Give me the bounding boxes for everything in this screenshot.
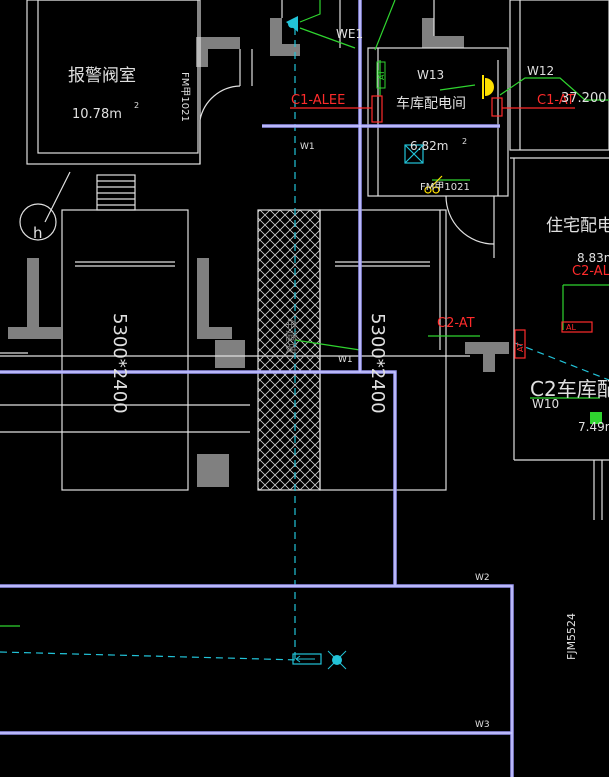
room-area-garage-distribution: 6.82m bbox=[410, 139, 448, 153]
alarm-room-inner bbox=[37, 0, 199, 154]
wall-left-foot bbox=[8, 327, 61, 339]
box-c2-at bbox=[514, 329, 526, 359]
tag-c2-at: C2-AT bbox=[437, 316, 475, 331]
green-box-right bbox=[590, 412, 602, 424]
wall-mid-foot bbox=[197, 327, 232, 339]
leader-w1 bbox=[294, 339, 361, 351]
grid-bubble-label: h bbox=[33, 224, 43, 242]
tag-c1-alee: C1-ALEE bbox=[291, 93, 345, 108]
column-small bbox=[197, 454, 229, 487]
leader-w12 bbox=[499, 77, 609, 101]
bell-icon bbox=[485, 78, 494, 96]
door-code-garage: FM甲1021 bbox=[420, 182, 470, 193]
conduits-core bbox=[0, 0, 513, 777]
window-code: FJM5524 bbox=[565, 613, 578, 660]
red-boxes bbox=[290, 95, 593, 359]
cable-routes bbox=[0, 28, 609, 661]
circuit-we1: WE1 bbox=[336, 27, 363, 41]
room-name-residential-distribution: 住宅配电间 bbox=[546, 216, 609, 236]
door-code-alarm: FM甲1021 bbox=[179, 72, 190, 122]
far-right-lines bbox=[593, 460, 603, 520]
room-name-alarm-valve: 报警阀室 bbox=[68, 66, 136, 86]
linework bbox=[0, 0, 609, 520]
datum-line-2 bbox=[0, 404, 250, 433]
room-area-c2-garage: 7.49m bbox=[578, 420, 609, 434]
box-at-label-bg bbox=[376, 61, 386, 89]
alarm-door bbox=[199, 85, 241, 164]
top-mid-lines bbox=[281, 0, 435, 48]
labels: 报警阀室 10.78m 2 FM甲1021 h 车库配电间 6.82m 2 FM… bbox=[33, 27, 609, 730]
garage-room-outline bbox=[367, 47, 509, 197]
leader-top bbox=[374, 0, 476, 91]
right-wall-strip bbox=[509, 0, 609, 151]
tag-al-box: AL bbox=[566, 323, 576, 332]
room-area-residential-distribution: 8.83m bbox=[577, 251, 609, 265]
garage-door bbox=[445, 195, 495, 258]
wall-mid-foot2 bbox=[215, 340, 245, 368]
grid-h-leader bbox=[44, 171, 71, 223]
bay-left-stripe bbox=[75, 261, 175, 267]
box-c1-at bbox=[491, 97, 503, 117]
cable-horizontal bbox=[0, 651, 301, 661]
conduit-w2 bbox=[0, 584, 514, 777]
wall-left-post bbox=[27, 258, 39, 338]
circuit-w3: W3 bbox=[475, 720, 490, 730]
room-name-garage-distribution: 车库配电间 bbox=[396, 95, 466, 112]
fan-icon-x bbox=[404, 144, 424, 164]
box-c2-al bbox=[561, 321, 593, 333]
circuit-w1-top: W1 bbox=[300, 142, 315, 152]
symbols bbox=[19, 16, 602, 670]
sensor-icon-arrow bbox=[295, 655, 315, 663]
tag-at-box-c2: AT bbox=[516, 342, 525, 352]
alarm-wall-right bbox=[239, 49, 253, 86]
sprinkler-icon-x bbox=[327, 650, 347, 670]
circuit-w1-mid: W1 bbox=[338, 355, 353, 365]
room-name-c2-garage: C2车库配电 bbox=[530, 377, 609, 401]
green-leaders bbox=[0, 0, 609, 627]
hatched-ramp bbox=[257, 209, 321, 491]
conduit-core-1 bbox=[0, 0, 513, 777]
wall-top-left-h bbox=[196, 37, 240, 49]
wall-mid-post bbox=[197, 258, 209, 338]
tag-c1-at: C1-AT bbox=[537, 93, 575, 108]
room-area-alarm-valve: 10.78m bbox=[72, 107, 122, 122]
bay-right-stripe bbox=[335, 261, 430, 267]
tag-at-box: AT bbox=[377, 70, 386, 80]
circuit-w13: W13 bbox=[417, 68, 444, 82]
right-wall-lines bbox=[510, 0, 609, 461]
fan-icon-box bbox=[404, 144, 424, 164]
wall-right-v bbox=[483, 342, 495, 372]
grid-bubble-h bbox=[19, 203, 57, 241]
cable-c2 bbox=[514, 342, 609, 381]
ramp-label: 车道坡 bbox=[284, 318, 299, 354]
stair-lines bbox=[97, 180, 135, 206]
room-area-sup-garage: 2 bbox=[462, 137, 467, 146]
switch-icon-b bbox=[432, 186, 440, 194]
tag-c2-al: C2-AL bbox=[572, 264, 609, 279]
column-label-left: 5300*2400 bbox=[109, 313, 130, 414]
column-label-right: 5300*2400 bbox=[367, 313, 388, 414]
parking-bay-left bbox=[61, 209, 189, 491]
room-area-sup-alarm: 2 bbox=[134, 101, 139, 110]
leader-we1 bbox=[299, 0, 356, 49]
wall-top-mid-h bbox=[270, 44, 300, 56]
switch-icon-a bbox=[424, 186, 432, 194]
box-c1-alee bbox=[371, 95, 383, 123]
walls bbox=[8, 18, 509, 487]
lamp-icon-top bbox=[288, 20, 296, 28]
elevation-label: 37.200 bbox=[561, 91, 607, 106]
alarm-room-outline bbox=[26, 0, 201, 165]
circuit-w10: W10 bbox=[532, 397, 559, 411]
switch-icon-line bbox=[429, 175, 443, 189]
circuit-w12: W12 bbox=[527, 64, 554, 78]
circuit-w2: W2 bbox=[475, 573, 490, 583]
sensor-icon-box bbox=[292, 653, 322, 665]
wall-top-right-h bbox=[422, 36, 464, 48]
